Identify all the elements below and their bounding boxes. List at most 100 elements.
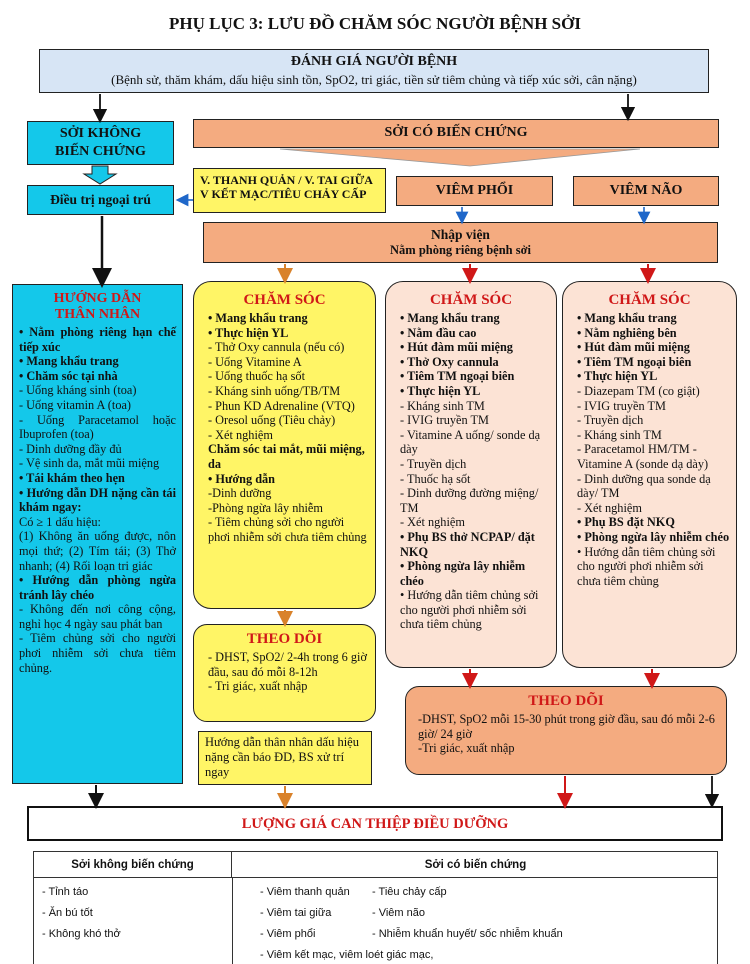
table-cell bbox=[512, 945, 710, 964]
table-cell: - Viêm thanh quản bbox=[260, 886, 350, 898]
list-item: - Kháng sinh TM bbox=[577, 427, 662, 442]
list-item: - Xét nghiệm bbox=[400, 515, 465, 530]
list-item: - Xét nghiệm bbox=[577, 500, 642, 515]
table-cell: - Viêm tai giữa bbox=[260, 907, 332, 919]
monitor-ent-list: - DHST, SpO2/ 2-4h trong 6 giờ đầu, sau … bbox=[194, 648, 375, 694]
list-item: • Tái khám theo hẹn bbox=[19, 470, 125, 485]
list-item: • Nằm đầu cao bbox=[400, 325, 477, 340]
admission-box: Nhập viện Nằm phòng riêng bệnh sởi bbox=[203, 222, 718, 263]
table-cell: - Viêm kết mạc, viêm loét giác mạc, bbox=[260, 949, 434, 961]
family-guidance-box: HƯỚNG DẪN THÂN NHÂN • Nằm phòng riêng hạ… bbox=[12, 284, 183, 784]
complicated-label: SỞI CÓ BIẾN CHỨNG bbox=[384, 125, 528, 140]
assessment-detail: (Bệnh sử, thăm khám, dấu hiệu sinh tồn, … bbox=[111, 72, 637, 87]
list-item: • Phòng ngừa lây nhiễm chéo bbox=[577, 529, 730, 544]
list-item: - Uống Vitamine A bbox=[208, 354, 302, 369]
table-cell: - Tiêu chảy cấp bbox=[372, 886, 447, 898]
evaluation-col-right-header: Sởi có biến chứng bbox=[232, 852, 717, 878]
list-item: - Không khó thở bbox=[42, 928, 121, 940]
list-item: • Hướng dẫn tiêm chủng sởi cho người phơ… bbox=[577, 544, 716, 588]
list-item: • Hút đàm mũi miệng bbox=[400, 340, 513, 355]
evaluation-table: Sởi không biến chứng Sởi có biến chứng -… bbox=[33, 851, 718, 964]
list-item: - Dinh dưỡng qua sonde dạ dày/ TM bbox=[577, 471, 711, 501]
evaluation-box: LƯỢNG GIÁ CAN THIỆP ĐIỀU DƯỠNG bbox=[27, 806, 723, 841]
list-item: (1) Không ăn uống được, nôn mọi thứ; (2)… bbox=[19, 529, 176, 573]
list-item: - Vitamine A uống/ sonde dạ dày bbox=[400, 427, 541, 457]
list-item: - Ăn bú tốt bbox=[42, 907, 93, 919]
list-item: • Mang khẩu trang bbox=[400, 311, 500, 325]
list-item: - Phun KD Adrenaline (VTQ) bbox=[208, 398, 355, 413]
care-ent-box: CHĂM SÓC • Mang khẩu trang• Thực hiện YL… bbox=[193, 281, 376, 609]
list-item: - Kháng sinh TM bbox=[400, 398, 485, 413]
list-item: - Truyền dịch bbox=[400, 456, 467, 471]
list-item: - Uống thuốc hạ sốt bbox=[208, 369, 305, 384]
list-item: - Dinh dưỡng đầy đủ bbox=[19, 441, 122, 456]
monitor-ent-title: THEO DÕI bbox=[246, 631, 323, 647]
care-lung-list: • Mang khẩu trang• Nằm đầu cao• Hút đàm … bbox=[386, 309, 556, 632]
care-lung-box: CHĂM SÓC • Mang khẩu trang• Nằm đầu cao•… bbox=[385, 281, 557, 668]
list-item: - Uống Paracetamol hoặc Ibuprofen (toa) bbox=[19, 412, 176, 442]
table-cell: - Viêm phổi bbox=[260, 928, 316, 940]
list-item: - Thuốc hạ sốt bbox=[400, 471, 471, 486]
table-cell: - Viêm não bbox=[372, 907, 425, 919]
table-cell: - Nhiễm khuẩn huyết/ sốc nhiễm khuẩn bbox=[372, 928, 563, 940]
branch-brain-label: VIÊM NÃO bbox=[609, 183, 683, 198]
list-item: • Nằm nghiêng bên bbox=[577, 325, 677, 340]
table-row: - Viêm tai giữa - Viêm não bbox=[260, 903, 710, 924]
list-item: - IVIG truyền TM bbox=[400, 413, 489, 428]
list-item: - Dinh dưỡng đường miệng/ TM bbox=[400, 486, 539, 515]
complicated-box: SỞI CÓ BIẾN CHỨNG bbox=[193, 119, 719, 148]
family-ent-box: Hướng dẫn thân nhân dấu hiệu nặng cần bá… bbox=[198, 731, 372, 785]
list-item: - Kháng sinh uống/TB/TM bbox=[208, 383, 341, 398]
list-item: • Thở Oxy cannula bbox=[400, 354, 499, 369]
list-item: Chăm sóc tai mắt, mũi miệng, da bbox=[208, 442, 365, 471]
table-row: - Viêm phổi - Nhiễm khuẩn huyết/ sốc nhiễ… bbox=[260, 924, 710, 945]
list-item: • Chăm sóc tại nhà bbox=[19, 368, 118, 383]
list-item: - Diazepam TM (co giật) bbox=[577, 383, 700, 398]
uncomplicated-box: SỞI KHÔNG BIẾN CHỨNG bbox=[27, 121, 174, 165]
uncomplicated-label: SỞI KHÔNG BIẾN CHỨNG bbox=[55, 126, 146, 159]
list-item: -Dinh dưỡng bbox=[208, 486, 272, 501]
list-item: - IVIG truyền TM bbox=[577, 398, 666, 413]
complicated-funnel bbox=[279, 148, 641, 167]
evaluation-right-list: - Viêm thanh quản- Tiêu chảy cấp- Viêm t… bbox=[260, 882, 710, 964]
assessment-heading: ĐÁNH GIÁ NGƯỜI BỆNH bbox=[290, 54, 458, 69]
arrow-uncomplicated-outpatient bbox=[82, 165, 118, 185]
branch-lung-box: VIÊM PHỔI bbox=[396, 176, 553, 206]
list-item: • Thực hiện YL bbox=[400, 383, 481, 398]
evaluation-title: LƯỢNG GIÁ CAN THIỆP ĐIỀU DƯỠNG bbox=[241, 816, 509, 832]
evaluation-col-left-header: Sởi không biến chứng bbox=[34, 852, 232, 878]
care-brain-list: • Mang khẩu trang• Nằm nghiêng bên• Hút … bbox=[563, 309, 736, 588]
list-item: • Phụ BS thở NCPAP/ đặt NKQ bbox=[400, 529, 535, 559]
page-title: PHỤ LỤC 3: LƯU ĐỒ CHĂM SÓC NGƯỜI BỆNH SỞ… bbox=[169, 14, 581, 33]
care-ent-list: • Mang khẩu trang• Thực hiện YL- Thở Oxy… bbox=[194, 309, 375, 545]
list-item: -Tri giác, xuất nhập bbox=[418, 741, 515, 756]
list-item: • Hút đàm mũi miệng bbox=[577, 340, 690, 355]
care-ent-title: CHĂM SÓC bbox=[243, 292, 326, 308]
branch-ent-box: V. THANH QUẢN / V. TAI GIỮA V KẾT MẠC/TI… bbox=[193, 168, 386, 213]
monitor-ent-box: THEO DÕI - DHST, SpO2/ 2-4h trong 6 giờ … bbox=[193, 624, 376, 722]
branch-ent-label: V. THANH QUẢN / V. TAI GIỮA V KẾT MẠC/TI… bbox=[200, 173, 373, 201]
list-item: -Phòng ngừa lây nhiễm bbox=[208, 500, 323, 515]
table-row: - Viêm kết mạc, viêm loét giác mạc, bbox=[260, 945, 710, 964]
list-item: • Tiêm TM ngoại biên bbox=[400, 369, 515, 384]
monitor-severe-list: -DHST, SpO2 mỗi 15-30 phút trong giờ đầu… bbox=[406, 710, 726, 756]
list-item: • Mang khẩu trang bbox=[577, 311, 677, 325]
list-item: - Truyền dịch bbox=[577, 413, 644, 428]
list-item: - Tiêm chủng sởi cho người phơi nhiễm sở… bbox=[19, 631, 176, 675]
care-brain-title: CHĂM SÓC bbox=[608, 292, 691, 308]
list-item: -DHST, SpO2 mỗi 15-30 phút trong giờ đầu… bbox=[418, 712, 715, 741]
list-item: • Thực hiện YL bbox=[577, 369, 658, 384]
evaluation-left-list: - Tỉnh táo- Ăn bú tốt- Không khó thở bbox=[42, 882, 227, 945]
list-item: - Thở Oxy cannula (nếu có) bbox=[208, 340, 345, 355]
list-item: - Paracetamol HM/TM - Vitamine A (sonde … bbox=[577, 442, 709, 471]
table-row: - Viêm thanh quản - Tiêu chảy cấp bbox=[260, 882, 710, 903]
list-item: • Phụ BS đặt NKQ bbox=[577, 515, 675, 530]
care-brain-box: CHĂM SÓC • Mang khẩu trang• Nằm nghiêng … bbox=[562, 281, 737, 668]
list-item: • Nằm phòng riêng hạn chế tiếp xúc bbox=[19, 325, 176, 354]
monitor-severe-box: THEO DÕI -DHST, SpO2 mỗi 15-30 phút tron… bbox=[405, 686, 727, 775]
list-item: - Vệ sinh da, mắt mũi miệng bbox=[19, 456, 160, 471]
list-item: • Hướng dẫn DH nặng cần tái khám ngay: bbox=[19, 485, 176, 515]
list-item: • Thực hiện YL bbox=[208, 325, 289, 340]
admission-label: Nhập viện bbox=[431, 227, 490, 242]
branch-lung-label: VIÊM PHỔI bbox=[435, 183, 514, 198]
